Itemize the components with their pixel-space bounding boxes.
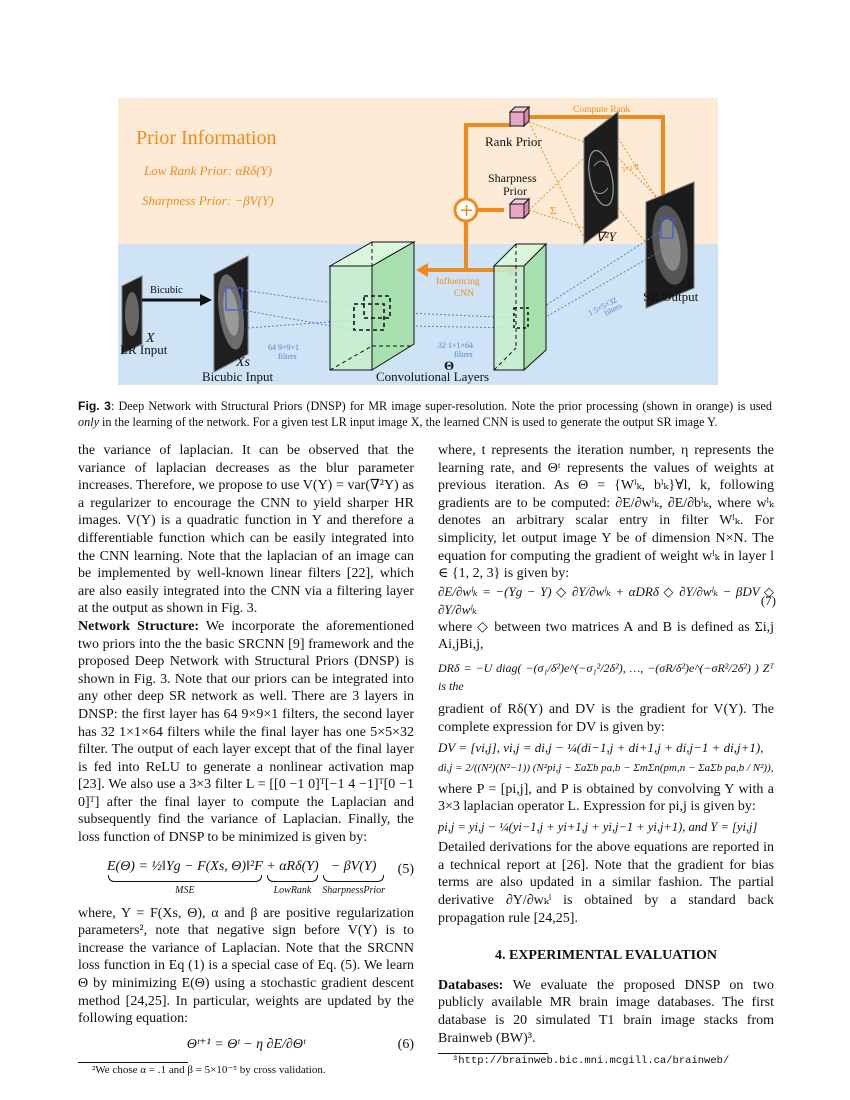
right-footnote-rule xyxy=(438,1053,548,1055)
rank-prior-icon xyxy=(508,105,531,128)
caption-text: : Deep Network with Structural Priors (D… xyxy=(110,399,772,413)
influencing-label-1: Influencing xyxy=(436,276,480,287)
sharpness-prior-label-1: Sharpness xyxy=(488,171,537,185)
eq-d-body: di,j = 2/((N²)(N²−1)) (N²pi,j − ΣaΣb pa,… xyxy=(438,761,774,774)
nabla-filter-label: 3×3 ∇ xyxy=(621,163,640,174)
eq5-mse-term: E(Θ) = ½‖Yg − F(Xs, Θ)‖²F xyxy=(106,858,263,874)
network-structure-text: We incorporate the aforementioned two pr… xyxy=(78,618,414,846)
compute-rank-label: Compute Rank xyxy=(573,105,631,115)
sr-output-label: SR Output xyxy=(643,289,699,304)
right-paragraph-5: Detailed derivations for the above equat… xyxy=(438,840,774,926)
x-symbol: X xyxy=(145,331,155,346)
eq5-sharp-label: SharpnessPrior xyxy=(322,885,386,897)
conv-layer-2-cube xyxy=(492,242,548,372)
eq6-body: Θᵗ⁺¹ = Θᵗ − η ∂E/∂Θᵗ xyxy=(186,1037,306,1053)
bicubic-input-label: Bicubic Input xyxy=(202,369,274,384)
eq5-number: (5) xyxy=(397,861,414,877)
equation-dv: DV = [vi,j], vi,j = di,j − ¼(di−1,j + di… xyxy=(438,739,774,757)
right-paragraph-6: Databases: We evaluate the proposed DNSP… xyxy=(438,977,774,1047)
eq5-lhs: E(Θ) = ½‖Yg − F(Xs, Θ)‖²F MSE + αRδ(Y) Low… xyxy=(107,858,385,900)
sharpness-prior-label-2: Prior xyxy=(503,184,527,198)
caption-label: Fig. 3 xyxy=(78,399,111,413)
eq7-body: ∂E/∂wˡₖ = −(Yg − Y) ◇ ∂Y/∂wˡₖ + αDRδ ◇ ∂… xyxy=(438,584,774,617)
right-paragraph-3: gradient of Rδ(Y) and DV is the gradient… xyxy=(438,702,774,735)
left-column: the variance of laplacian. It can be obs… xyxy=(78,442,414,1077)
sharpness-prior-icon xyxy=(508,197,531,220)
left-footnote: ²We chose α = .1 and β = 5×10⁻⁵ by cross… xyxy=(92,1063,326,1076)
eq5-lowrank-label: LowRank xyxy=(273,885,312,897)
figure-caption: Fig. 3: Deep Network with Structural Pri… xyxy=(78,398,772,430)
eq-dv-body: DV = [vi,j], vi,j = di,j − ¼(di−1,j + di… xyxy=(438,740,764,756)
right-column: where, t represents the iteration number… xyxy=(438,442,776,1068)
equation-6: Θᵗ⁺¹ = Θᵗ − η ∂E/∂Θᵗ (6) xyxy=(78,1032,414,1058)
filters2-word: filters xyxy=(454,350,473,359)
conv-layers-label: Convolutional Layers xyxy=(376,369,489,384)
equation-d: di,j = 2/((N²)(N²−1)) (N²pi,j − ΣaΣb pa,… xyxy=(438,760,774,778)
filters1-word: filters xyxy=(278,352,297,361)
sr-output-image xyxy=(645,181,695,309)
xs-symbol: Xs xyxy=(235,355,251,370)
equation-dr: DRδ = −U diag( −(σ₁/δ²)e^(−σ₁²/2δ²), …, … xyxy=(438,660,774,695)
lr-input-image xyxy=(121,275,143,355)
databases-heading: Databases: xyxy=(438,977,504,993)
theta-symbol: Θ xyxy=(444,358,454,373)
eq7-number: (7) xyxy=(760,592,776,608)
right-footnote: ³http://brainweb.bic.mni.mcgill.ca/brain… xyxy=(452,1055,730,1068)
left-paragraph-2: Network Structure: We incorporate the af… xyxy=(78,618,414,847)
eq6-number: (6) xyxy=(397,1037,414,1053)
databases-text: We evaluate the proposed DNSP on two pub… xyxy=(438,977,774,1046)
equation-p: pi,j = yi,j − ¼(yi−1,j + yi+1,j + yi,j−1… xyxy=(438,819,774,837)
svg-text:+: + xyxy=(459,200,474,221)
right-paragraph-2: where ◇ between two matrices A and B is … xyxy=(438,619,774,653)
y-output-symbol: Y xyxy=(685,276,695,291)
bicubic-input-image xyxy=(213,255,249,373)
sharpness-label: Sharpness Prior: −βV(Y) xyxy=(142,193,274,208)
sigma-label: Σ xyxy=(550,205,556,217)
bicubic-arrow-label: Bicubic xyxy=(150,285,183,296)
eq-dr-body: DRδ = −U diag( −(σ₁/δ²)e^(−σ₁²/2δ²), …, … xyxy=(438,660,774,693)
caption-emphasis: only xyxy=(78,415,99,429)
filters1-count: 64 9×9×1 xyxy=(268,343,299,352)
left-paragraph-1: the variance of laplacian. It can be obs… xyxy=(78,443,414,617)
conv-layer-1-cube xyxy=(328,241,416,371)
footnote-rule xyxy=(78,1061,188,1063)
right-paragraph-1: where, t represents the iteration number… xyxy=(438,443,774,582)
laplacian-label: ∇²Y xyxy=(596,229,618,244)
caption-text-2: in the learning of the network. For a gi… xyxy=(98,415,718,429)
eq5-mse-label: MSE xyxy=(175,885,195,897)
section-heading: 4. EXPERIMENTAL EVALUATION xyxy=(494,948,718,964)
left-paragraph-3: where, Y = F(Xs, Θ), α and β are positiv… xyxy=(78,905,414,1027)
laplacian-image xyxy=(583,110,619,246)
prior-title: Prior Information xyxy=(136,127,277,149)
network-structure-heading: Network Structure: xyxy=(78,618,200,634)
right-paragraph-4: where P = [pi,j], and P is obtained by c… xyxy=(438,781,774,815)
rank-prior-label: Rank Prior xyxy=(485,134,542,149)
equation-5: E(Θ) = ½‖Yg − F(Xs, Θ)‖²F MSE + αRδ(Y) Low… xyxy=(78,857,414,901)
eq5-lowrank-term: + αRδ(Y) xyxy=(266,858,319,874)
eq5-sharp-term: − βV(Y) xyxy=(330,858,377,874)
equation-7: ∂E/∂wˡₖ = −(Yg − Y) ◇ ∂Y/∂wˡₖ + αDRδ ◇ ∂… xyxy=(438,584,776,617)
filters2-count: 32 1×1×64 xyxy=(438,341,473,350)
influencing-label-2: CNN xyxy=(454,289,474,299)
low-rank-label: Low Rank Prior: αRδ(Y) xyxy=(143,163,272,178)
cnn-region xyxy=(118,244,718,385)
lr-input-label: LR Input xyxy=(120,342,168,357)
eq-p-body: pi,j = yi,j − ¼(yi−1,j + yi+1,j + yi,j−1… xyxy=(438,819,758,834)
dnsp-figure: Prior Information Low Rank Prior: αRδ(Y)… xyxy=(118,98,718,385)
